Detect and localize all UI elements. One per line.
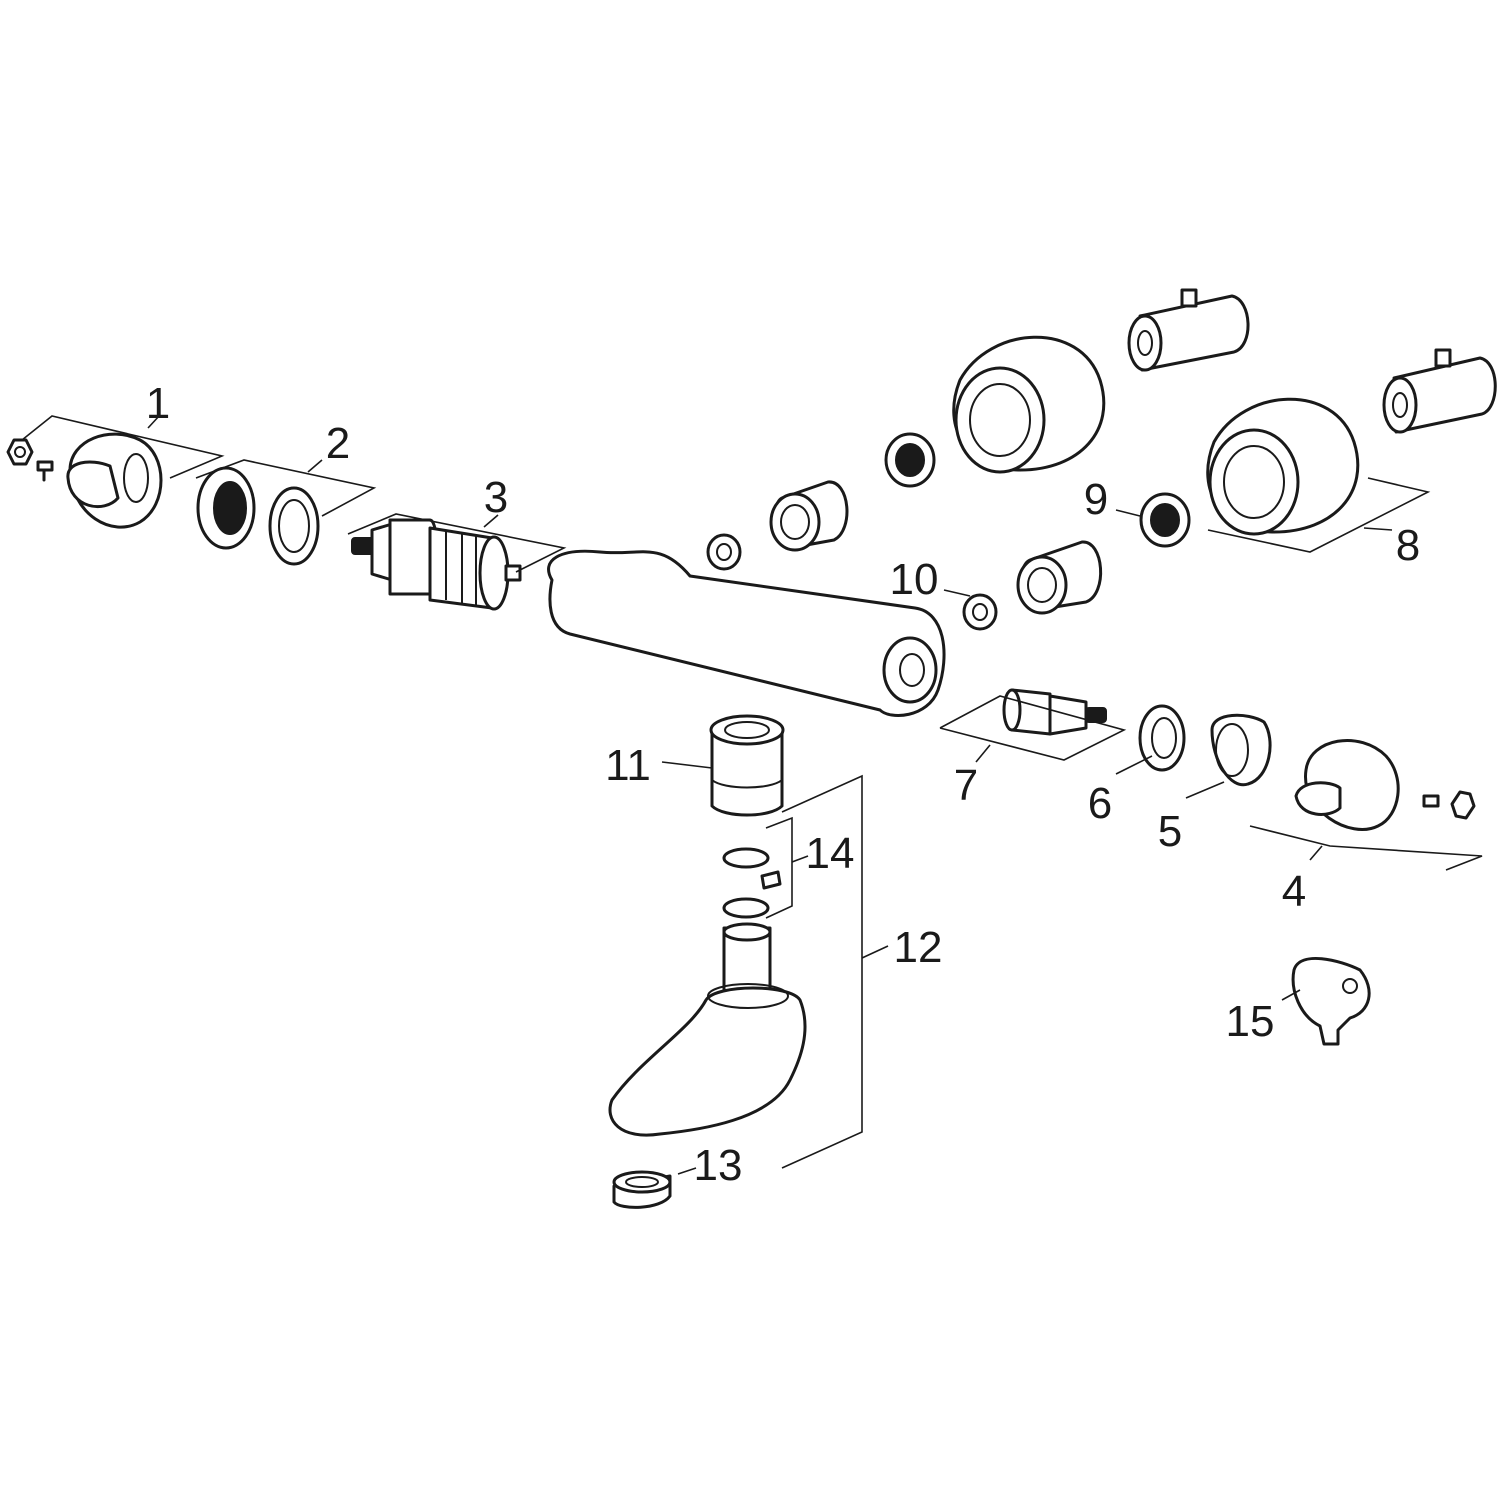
bracket-3 — [347, 513, 567, 573]
leader-15 — [1281, 989, 1301, 1001]
leader-13 — [677, 1167, 697, 1175]
part-13-aerator — [612, 1170, 672, 1209]
part-15-key — [1291, 956, 1371, 1046]
part-6-part-5-rings — [1138, 704, 1272, 787]
callout-5: 5 — [1158, 807, 1182, 856]
callout-2: 2 — [326, 419, 350, 468]
callout-12: 12 — [894, 923, 943, 972]
callout-14: 14 — [806, 829, 855, 878]
part-1-left-handle — [6, 432, 163, 529]
leader-lines — [21, 414, 1483, 1175]
bracket-4 — [1249, 825, 1483, 871]
part-7-shutoff-cartridge — [1002, 688, 1107, 736]
callout-6: 6 — [1088, 779, 1112, 828]
part-10-check-valves — [706, 533, 998, 631]
bracket-1 — [21, 415, 225, 479]
callout-labels: 1 2 3 4 5 6 7 8 9 10 11 12 13 14 15 — [146, 379, 1420, 1190]
leader-9 — [1115, 509, 1141, 517]
mixer-body — [547, 549, 946, 717]
leader-6 — [1115, 755, 1153, 775]
callout-11: 11 — [605, 741, 651, 790]
callout-3: 3 — [484, 473, 508, 522]
part-8-wall-connections — [952, 288, 1497, 536]
handle-grip-1 — [66, 460, 120, 509]
callout-8: 8 — [1396, 521, 1420, 570]
leader-5 — [1185, 781, 1225, 799]
bracket-12 — [781, 774, 863, 1169]
leader-10 — [943, 589, 971, 597]
callout-7: 7 — [954, 761, 978, 810]
part-11-adapter — [709, 714, 785, 817]
callout-1: 1 — [146, 379, 170, 428]
part-12-spout — [608, 922, 807, 1137]
part-9-washers — [884, 432, 1191, 548]
callout-4: 4 — [1282, 867, 1306, 916]
union-nuts — [769, 480, 1102, 615]
callout-15: 15 — [1226, 997, 1275, 1046]
callout-9: 9 — [1084, 475, 1108, 524]
cap-nut-1 — [6, 438, 34, 466]
part-3-cartridge — [351, 518, 522, 611]
screw-1 — [36, 460, 54, 482]
callout-10: 10 — [890, 555, 939, 604]
bracket-2 — [195, 459, 377, 517]
leader-11 — [661, 761, 713, 769]
part-4-right-handle — [1294, 739, 1476, 831]
bracket-8 — [1207, 477, 1431, 553]
bracket-14 — [765, 816, 793, 919]
part-14-o-rings — [722, 847, 782, 919]
part-2-rings — [196, 466, 320, 566]
bracket-7 — [939, 695, 1127, 761]
callout-13: 13 — [694, 1141, 743, 1190]
